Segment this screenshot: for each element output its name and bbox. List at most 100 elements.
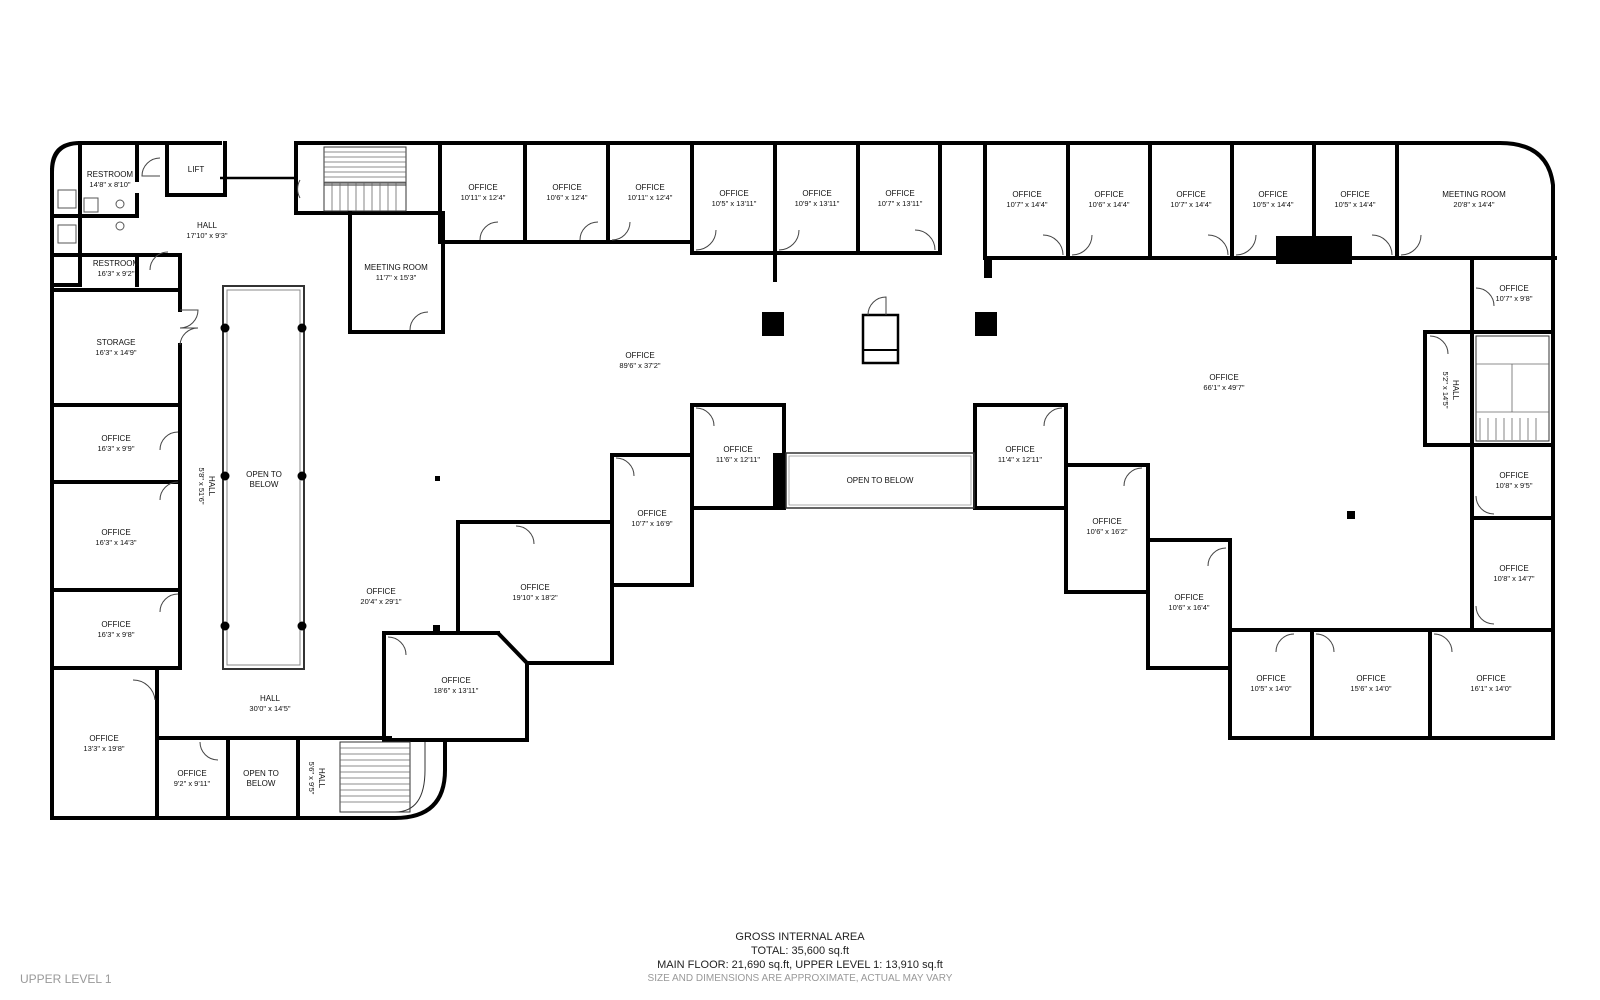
office-c5-dim: 19'10" x 18'2" (512, 593, 558, 602)
hall-top-dim: 17'10" x 9'3" (186, 231, 227, 240)
area-breakdown: MAIN FLOOR: 21,690 sq.ft, UPPER LEVEL 1:… (657, 959, 943, 971)
office-t7-dim: 10'7" x 14'4" (1006, 200, 1047, 209)
office-t1-dim: 10'11" x 12'4" (461, 193, 506, 202)
office-l2-dim: 16'3" x 14'3" (95, 538, 136, 547)
top-office-row-walls (438, 141, 1557, 282)
office-big-2-dim: 66'1" x 49'7" (1203, 383, 1244, 392)
office-t9-dim: 10'7" x 14'4" (1170, 200, 1211, 209)
hall-bottom-dim: 30'0" x 14'5" (249, 704, 290, 713)
office-t6-dim: 10'7" x 13'11" (878, 199, 923, 208)
hall-right-dim: 5'2" x 14'5" (1441, 372, 1450, 409)
office-t10-dim: 10'5" x 14'4" (1252, 200, 1293, 209)
central-structures (435, 312, 1355, 519)
hall-small-label: HALL (317, 768, 326, 789)
office-c4-dim: 10'6" x 16'2" (1086, 527, 1127, 536)
right-wing-walls (1228, 256, 1555, 740)
office-t7-label: OFFICE (1012, 190, 1041, 199)
office-b2-label: OFFICE (1356, 674, 1385, 683)
meeting-room-2-label: MEETING ROOM (1442, 190, 1506, 199)
office-r3-dim: 10'8" x 14'7" (1493, 574, 1534, 583)
office-l4-dim: 13'3" x 19'8" (83, 744, 124, 753)
central-island-walls (382, 403, 1232, 742)
room-labels: RESTROOM 14'8" x 8'10" LIFT HALL 17'10" … (83, 165, 1534, 795)
office-b4-dim: 9'2" x 9'11" (174, 779, 211, 788)
meeting-room-1-dim: 11'7" x 15'3" (376, 273, 417, 282)
atrium-open-to-below (220, 285, 307, 670)
office-c3-dim: 10'7" x 16'9" (631, 519, 672, 528)
office-t1-label: OFFICE (468, 183, 497, 192)
storage-dim: 16'3" x 14'9" (95, 348, 136, 357)
outer-walls (49, 141, 1555, 820)
lift-label: LIFT (188, 165, 205, 174)
office-t2-dim: 10'6" x 12'4" (546, 193, 587, 202)
meeting-room-1-label: MEETING ROOM (364, 263, 428, 272)
office-c6-dim: 10'6" x 16'4" (1168, 603, 1209, 612)
office-c7-dim: 20'4" x 29'1" (360, 597, 401, 606)
meeting-room-2-dim: 20'8" x 14'4" (1453, 200, 1494, 209)
office-r1-label: OFFICE (1499, 284, 1528, 293)
open-to-below-3-label-2: BELOW (247, 779, 276, 788)
office-t8-label: OFFICE (1094, 190, 1123, 199)
office-c1-label: OFFICE (723, 445, 752, 454)
office-l2-label: OFFICE (101, 528, 130, 537)
stairs-top (294, 141, 442, 215)
restroom-2-label: RESTROOM (93, 259, 140, 268)
office-t9-label: OFFICE (1176, 190, 1205, 199)
office-c7-label: OFFICE (366, 587, 395, 596)
office-b1-dim: 10'5" x 14'0" (1250, 684, 1291, 693)
office-l3-label: OFFICE (101, 620, 130, 629)
office-t11-label: OFFICE (1340, 190, 1369, 199)
hall-vertical-dim: 5'8" x 51'6" (197, 468, 206, 505)
office-r2-label: OFFICE (1499, 471, 1528, 480)
office-r1-dim: 10'7" x 9'8" (1496, 294, 1533, 303)
office-t3-label: OFFICE (635, 183, 664, 192)
office-c1-dim: 11'6" x 12'11" (716, 455, 761, 464)
open-to-below-3-label: OPEN TO (243, 769, 279, 778)
office-t5-label: OFFICE (802, 189, 831, 198)
gross-area-title: GROSS INTERNAL AREA (735, 931, 865, 943)
office-r2-dim: 10'8" x 9'5" (1496, 481, 1533, 490)
level-label: UPPER LEVEL 1 (20, 972, 112, 986)
office-b4-label: OFFICE (177, 769, 206, 778)
office-c8-label: OFFICE (441, 676, 470, 685)
restroom-1-dim: 14'8" x 8'10" (89, 180, 130, 189)
office-t4-label: OFFICE (719, 189, 748, 198)
hall-right-label: HALL (1451, 380, 1460, 401)
office-l4-label: OFFICE (89, 734, 118, 743)
area-summary: GROSS INTERNAL AREA TOTAL: 35,600 sq.ft … (0, 930, 1600, 986)
office-t10-label: OFFICE (1258, 190, 1287, 199)
office-t11-dim: 10'5" x 14'4" (1334, 200, 1375, 209)
office-t5-dim: 10'9" x 13'11" (795, 199, 840, 208)
open-to-below-1-label: OPEN TO (246, 470, 282, 479)
office-c5-label: OFFICE (520, 583, 549, 592)
left-wing-walls (50, 141, 392, 820)
hall-bottom-label: HALL (260, 694, 281, 703)
office-l1-label: OFFICE (101, 434, 130, 443)
office-big-1-label: OFFICE (625, 351, 654, 360)
office-t6-label: OFFICE (885, 189, 914, 198)
office-c4-label: OFFICE (1092, 517, 1121, 526)
office-r3-label: OFFICE (1499, 564, 1528, 573)
hall-small-dim: 5'6" x 9'5" (307, 762, 316, 795)
office-c8-dim: 18'6" x 13'11" (434, 686, 479, 695)
office-b1-label: OFFICE (1256, 674, 1285, 683)
hall-vertical-label: HALL (207, 476, 216, 497)
stairs-bottom (339, 741, 426, 813)
hall-top-label: HALL (197, 221, 218, 230)
office-big-2-label: OFFICE (1209, 373, 1238, 382)
office-b3-label: OFFICE (1476, 674, 1505, 683)
office-big-1-dim: 89'6" x 37'2" (619, 361, 660, 370)
office-l3-dim: 16'3" x 9'8" (98, 630, 135, 639)
office-t4-dim: 10'5" x 13'11" (712, 199, 757, 208)
total-area: TOTAL: 35,600 sq.ft (750, 945, 850, 957)
disclaimer-note: SIZE AND DIMENSIONS ARE APPROXIMATE, ACT… (647, 973, 953, 984)
office-c6-label: OFFICE (1174, 593, 1203, 602)
office-b3-dim: 16'1" x 14'0" (1470, 684, 1511, 693)
office-c3-label: OFFICE (637, 509, 666, 518)
office-c2-dim: 11'4" x 12'11" (998, 455, 1043, 464)
office-t2-label: OFFICE (552, 183, 581, 192)
office-l1-dim: 16'3" x 9'9" (98, 444, 135, 453)
office-t8-dim: 10'6" x 14'4" (1088, 200, 1129, 209)
open-to-below-2-label: OPEN TO BELOW (847, 476, 914, 485)
